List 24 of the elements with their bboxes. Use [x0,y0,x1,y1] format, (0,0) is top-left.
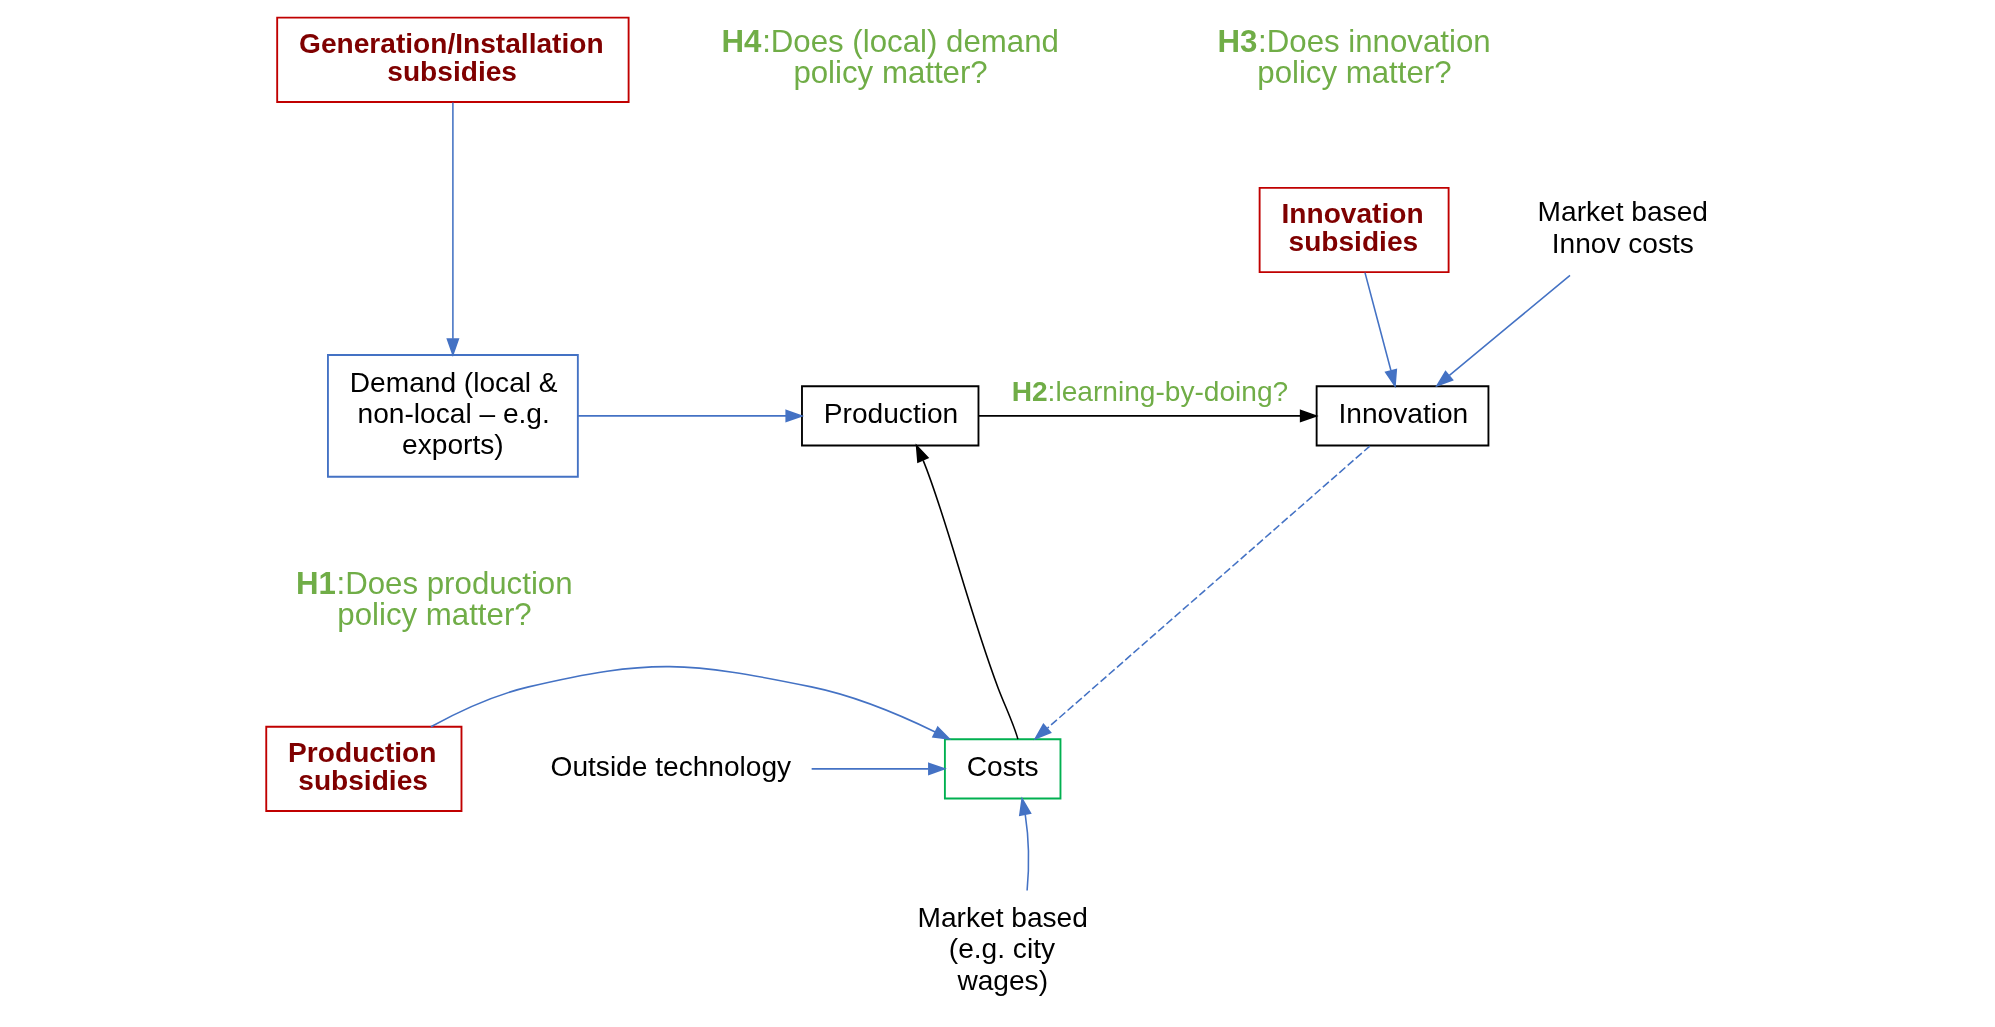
node-box: Costs [943,738,1061,800]
node-text: Outside technology [550,750,791,782]
arrow [915,443,1019,740]
arrow [977,409,1319,423]
arrow [429,665,951,741]
arrow [1434,274,1571,388]
node-text: Market based Innov costs [1537,196,1708,259]
node-box: Production subsidies [264,725,462,812]
node-box: Innovation [1315,385,1489,447]
arrow [1363,271,1397,389]
arrow [1018,796,1032,892]
node-box: Generation/Installation subsidies [275,16,630,103]
node-box: Innovation subsidies [1258,186,1450,274]
label: H3:Does innovation policy matter? [1216,23,1491,91]
label: H4:Does (local) demand policy matter? [721,23,1059,91]
label: H1:Does production policy matter? [295,565,573,633]
edge-label: H2:learning-by-doing? [1011,375,1288,407]
arrow [445,101,459,357]
node-text: Market based (e.g. city wages) [917,902,1088,996]
arrow [1033,445,1371,741]
arrow [810,762,947,776]
node-box: Production [800,385,979,447]
arrow [576,409,804,423]
node-box: Demand (local & non-local – e.g. exports) [326,354,579,478]
